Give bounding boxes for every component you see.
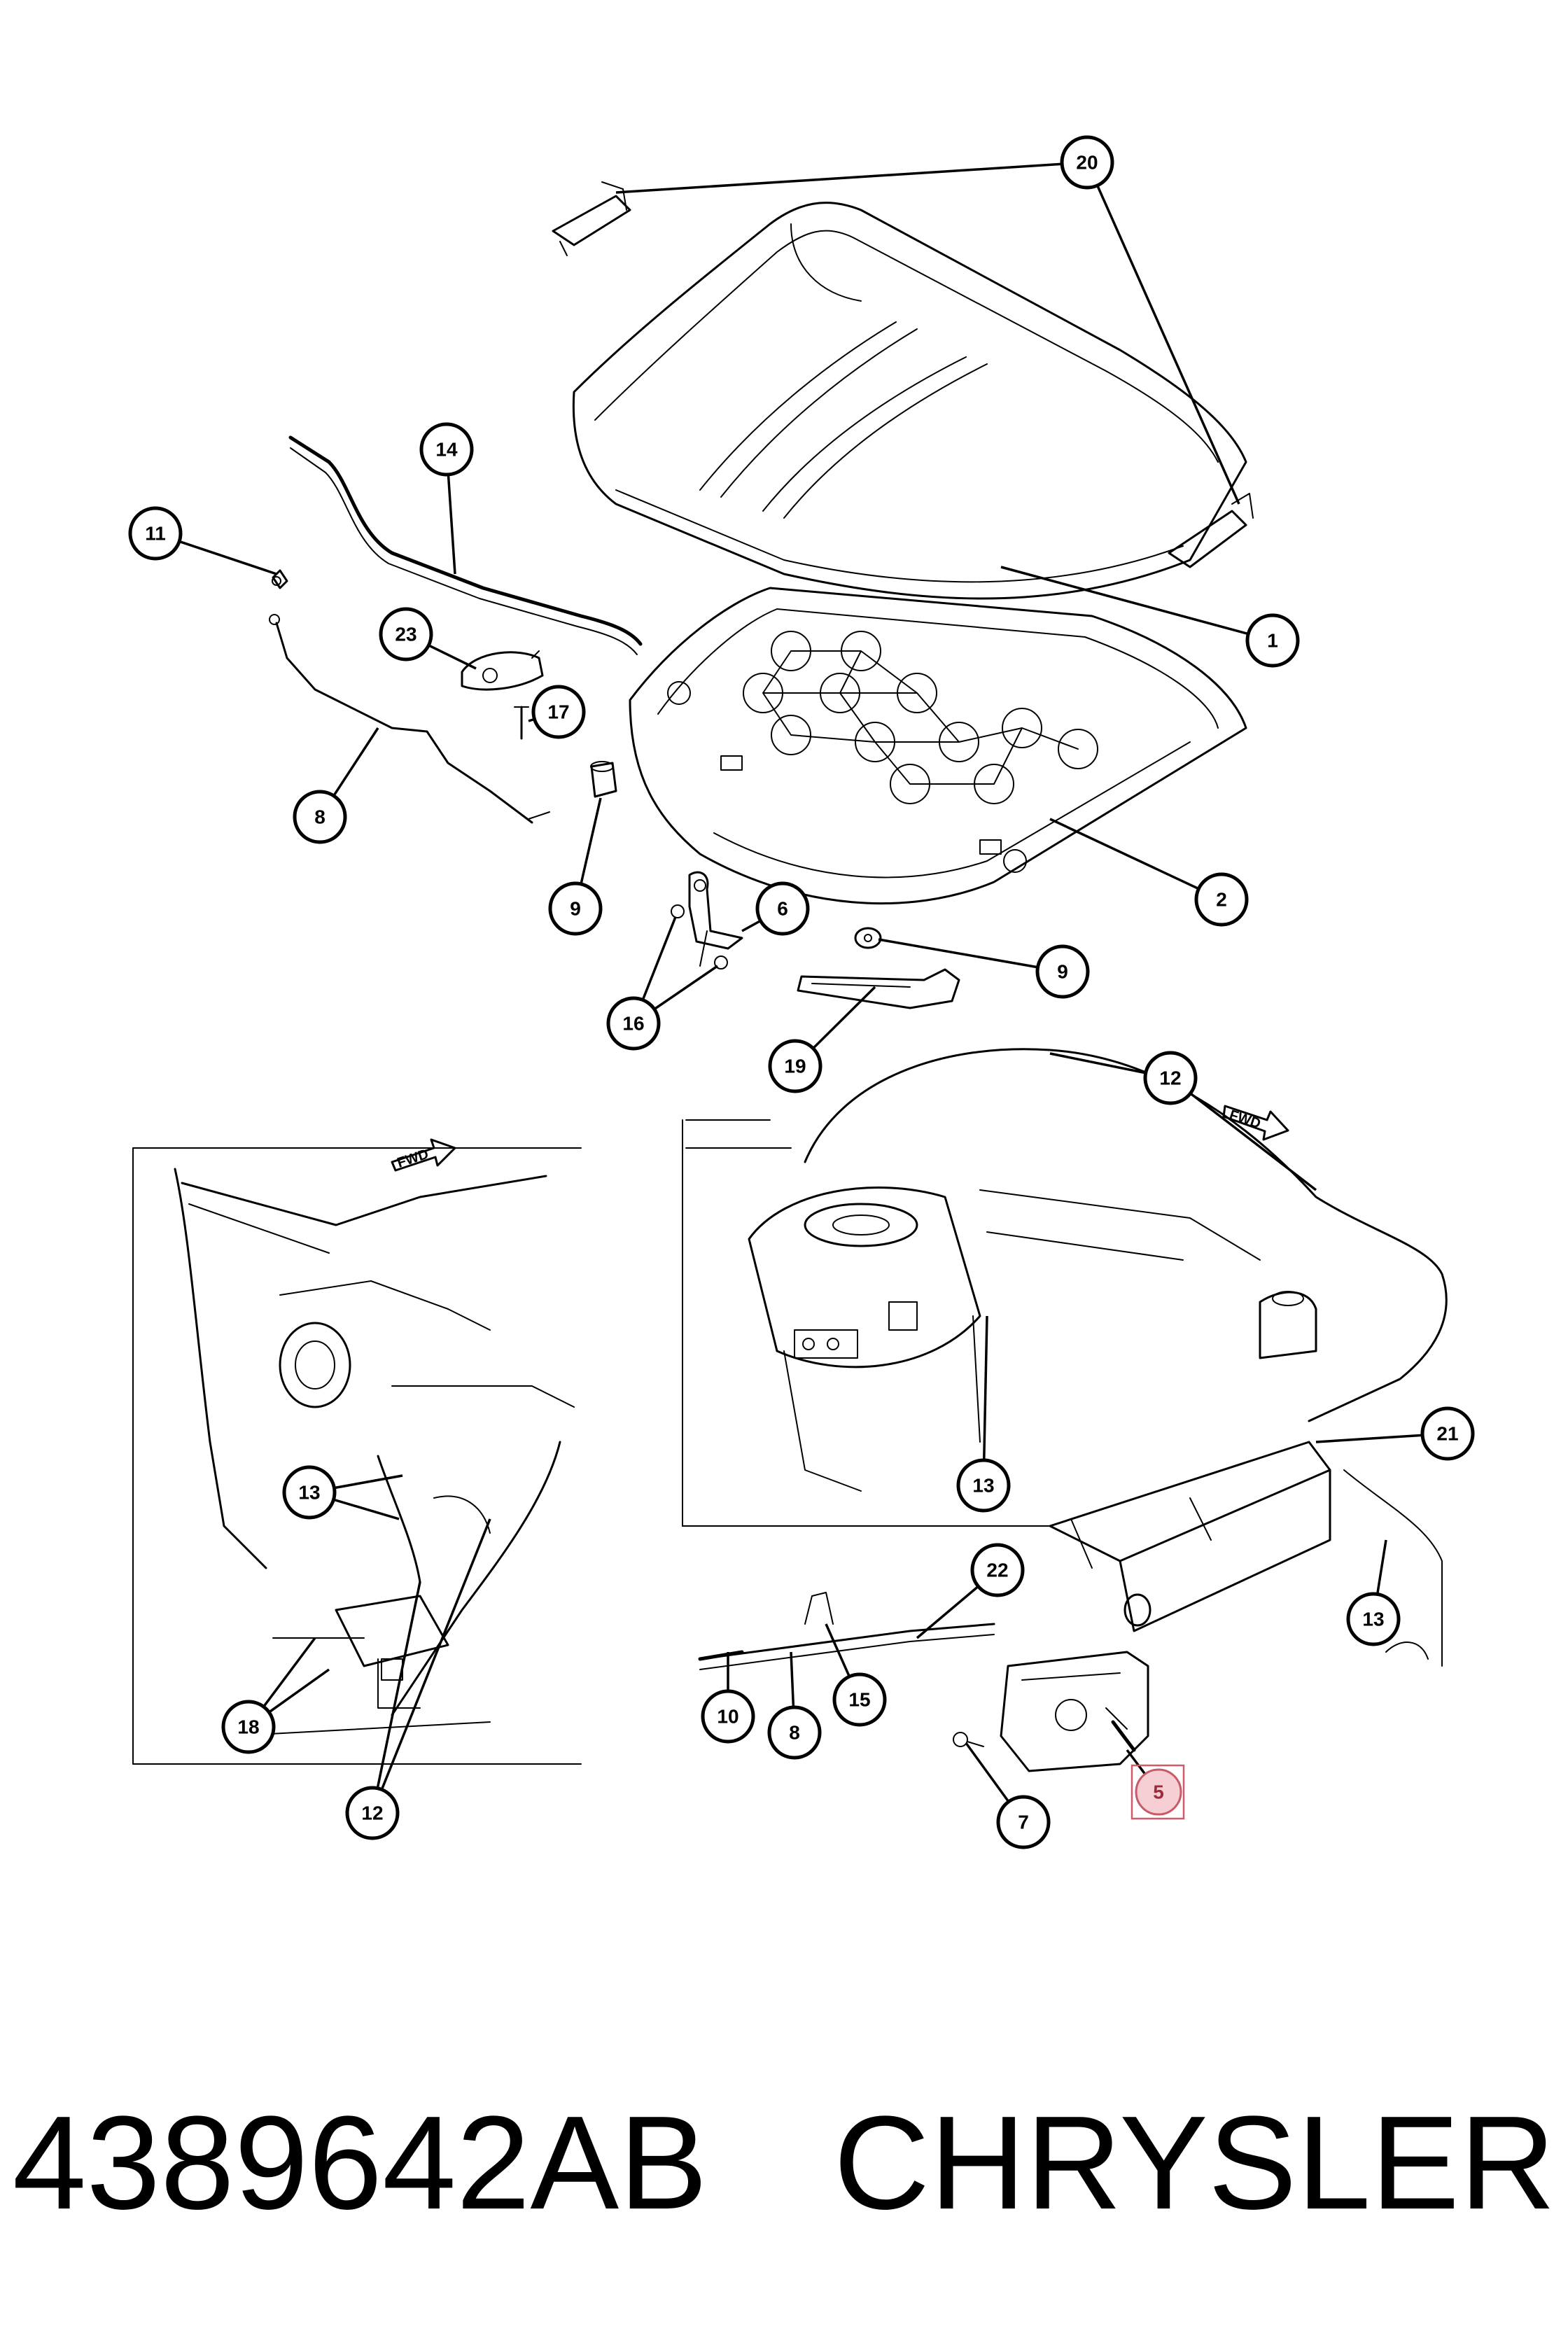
part-caption: 4389642AB CHRYSLER	[0, 2058, 1568, 2268]
callout-19: 19	[768, 1039, 822, 1093]
svg-text:16: 16	[622, 1013, 644, 1035]
callout-7: 7	[996, 1795, 1051, 1849]
fastener-upper	[671, 904, 685, 918]
hood-seal-strip	[288, 435, 643, 655]
callout-21: 21	[1420, 1406, 1475, 1461]
svg-text:2: 2	[1216, 889, 1227, 911]
svg-text:5: 5	[1153, 1782, 1164, 1803]
hood-hinge-right	[1168, 493, 1254, 568]
screw	[514, 706, 529, 740]
rod-clip	[272, 569, 288, 589]
hood-bumper-left	[590, 761, 617, 798]
hood-latch	[1000, 1651, 1149, 1772]
callout-22: 22	[970, 1543, 1025, 1597]
hood-panel	[572, 202, 1247, 600]
insulator-pad-grid	[743, 631, 1098, 804]
svg-text:8: 8	[789, 1722, 800, 1744]
svg-text:8: 8	[314, 806, 326, 828]
grille-seal	[797, 968, 960, 1009]
hood-release-rod	[269, 576, 550, 824]
callout-2: 2	[1194, 872, 1249, 927]
svg-text:9: 9	[570, 898, 581, 920]
fwd-label-left: FWD	[396, 1147, 430, 1171]
callout-11: 11	[128, 506, 183, 561]
svg-text:1: 1	[1267, 630, 1278, 652]
callout-5-highlighted[interactable]: 5	[1130, 1764, 1185, 1820]
callout-8-upper: 8	[293, 790, 347, 844]
hood-hinge-left	[552, 181, 631, 256]
callout-20: 20	[1060, 135, 1114, 190]
engine-bay-left-view	[132, 1147, 582, 1765]
fwd-label-right: FWD	[1227, 1107, 1262, 1132]
hood-bumper-right	[854, 927, 882, 949]
svg-text:17: 17	[547, 701, 569, 723]
callout-8-lower: 8	[767, 1705, 822, 1760]
svg-text:6: 6	[777, 898, 788, 920]
leader-lines	[155, 161, 1448, 1823]
svg-text:19: 19	[784, 1056, 806, 1077]
svg-text:13: 13	[972, 1475, 994, 1497]
latch-bolt	[953, 1732, 984, 1747]
svg-text:18: 18	[237, 1716, 259, 1738]
callout-12-left: 12	[345, 1786, 400, 1840]
part-number: 4389642AB	[12, 2089, 708, 2237]
fwd-arrow-right: FWD	[1222, 1105, 1289, 1141]
callout-9-left: 9	[548, 881, 603, 936]
callout-14: 14	[419, 422, 474, 477]
svg-text:10: 10	[717, 1706, 738, 1728]
svg-text:13: 13	[298, 1482, 320, 1504]
svg-text:23: 23	[395, 624, 416, 645]
hood-striker	[688, 871, 743, 967]
fastener-lower	[714, 955, 728, 969]
svg-text:22: 22	[986, 1560, 1008, 1581]
callout-15: 15	[832, 1672, 887, 1727]
callout-13-right: 13	[1346, 1592, 1401, 1646]
fwd-arrow-left: FWD	[391, 1138, 456, 1172]
svg-text:15: 15	[848, 1689, 870, 1711]
callout-13-center: 13	[956, 1458, 1011, 1513]
brand-name: CHRYSLER	[833, 2089, 1556, 2237]
svg-text:12: 12	[1159, 1068, 1181, 1089]
callout-12-right: 12	[1143, 1051, 1198, 1105]
callout-10: 10	[701, 1689, 755, 1744]
svg-text:13: 13	[1362, 1609, 1384, 1630]
svg-text:7: 7	[1018, 1812, 1029, 1833]
svg-text:9: 9	[1057, 961, 1068, 983]
callout-16: 16	[606, 996, 661, 1051]
callout-1: 1	[1245, 613, 1300, 668]
callout-9-right: 9	[1035, 944, 1090, 999]
engine-bay-right-view	[682, 1048, 1448, 1670]
callout-18: 18	[221, 1700, 276, 1754]
svg-text:14: 14	[435, 439, 458, 461]
hood-insulator	[629, 587, 1247, 905]
svg-text:21: 21	[1436, 1423, 1458, 1445]
svg-text:12: 12	[361, 1802, 383, 1824]
callout-23: 23	[379, 607, 433, 662]
svg-text:11: 11	[145, 523, 166, 545]
latch-bracket	[461, 650, 544, 691]
callout-13-left: 13	[282, 1465, 337, 1520]
svg-text:20: 20	[1076, 152, 1098, 174]
callout-6: 6	[755, 881, 810, 936]
callout-17: 17	[531, 685, 586, 739]
